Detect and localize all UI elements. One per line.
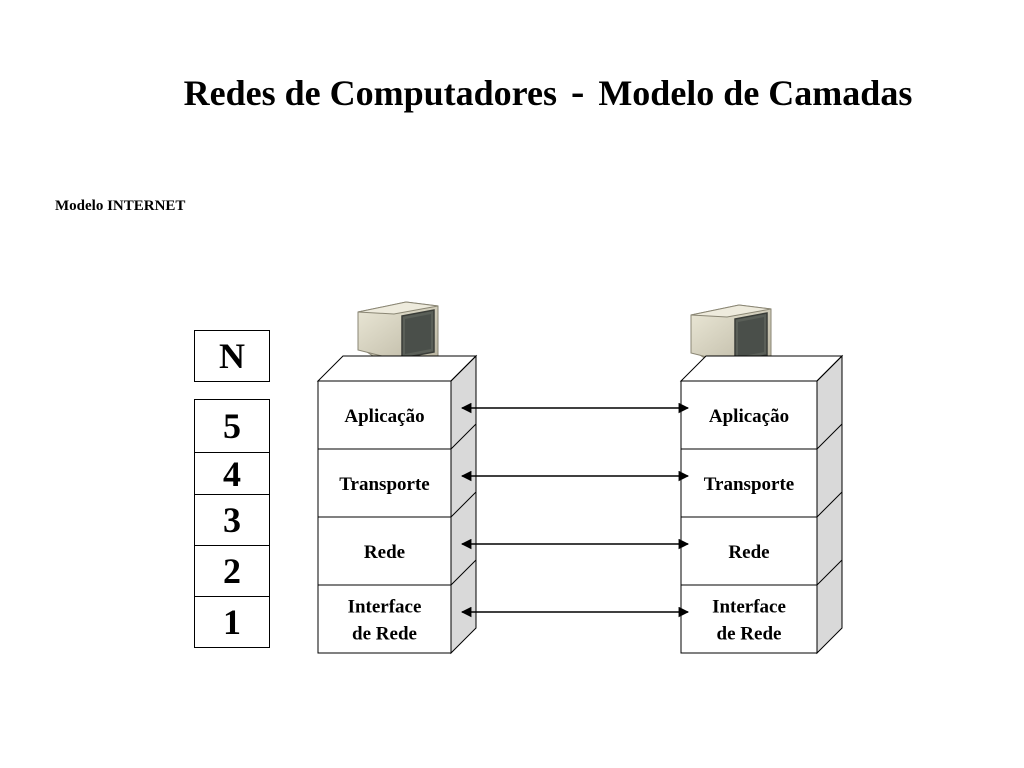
layer-aplicacao-box: Aplicação (317, 380, 452, 450)
layer-transporte-label: Transporte (339, 474, 429, 495)
page-title-part1: Redes de Computadores (183, 73, 557, 113)
layer-box (680, 380, 818, 450)
page-title-separator: - (571, 69, 585, 114)
layer-aplicacao-label: Aplicação (344, 406, 424, 427)
layer-box (317, 448, 452, 518)
layer-interface-de-rede-box: Interface de Rede (680, 584, 818, 654)
layer-number-header: N (194, 330, 270, 382)
peer-communication-arrows (460, 402, 690, 618)
stack-side-divider (816, 491, 843, 518)
stack-side-divider (450, 355, 477, 382)
layer-number-5: 5 (194, 399, 270, 453)
stack-side-divider (816, 423, 843, 450)
layer-box (317, 380, 452, 450)
layer-interface-de-rede-label: de Rede (717, 624, 782, 645)
layer-rede-box: Rede (317, 516, 452, 586)
layer-rede-label: Rede (728, 542, 769, 563)
layer-box (317, 516, 452, 586)
layer-number-3: 3 (194, 494, 270, 546)
layer-aplicacao-label: Aplicação (709, 406, 789, 427)
page-title: Redes de Computadores-Modelo de Camadas (0, 68, 1024, 115)
layer-rede-label: Rede (364, 542, 405, 563)
layer-box (680, 584, 818, 654)
layer-aplicacao-box: Aplicação (680, 380, 818, 450)
stack-side-divider (450, 423, 477, 450)
layer-interface-de-rede-label: Interface (712, 597, 786, 618)
stack-top-face (679, 355, 844, 382)
layer-rede-box: Rede (680, 516, 818, 586)
page-subtitle: Modelo INTERNET (55, 198, 186, 214)
layer-transporte-box: Transporte (680, 448, 818, 518)
layer-number-1: 1 (194, 596, 270, 648)
layer-number-4: 4 (194, 452, 270, 495)
stack-side-divider (816, 355, 843, 382)
stack-top-face (316, 355, 478, 382)
page-title-part2: Modelo de Camadas (598, 73, 913, 113)
layer-box (680, 448, 818, 518)
layer-transporte-label: Transporte (704, 474, 794, 495)
layer-interface-de-rede-label: Interface (348, 597, 422, 618)
layer-box (680, 516, 818, 586)
layer-number-2: 2 (194, 545, 270, 597)
layer-interface-de-rede-box: Interface de Rede (317, 584, 452, 654)
stack-side-divider (450, 559, 477, 586)
layer-box (317, 584, 452, 654)
layer-interface-de-rede-label: de Rede (352, 624, 417, 645)
stack-side-divider (816, 559, 843, 586)
layer-transporte-box: Transporte (317, 448, 452, 518)
stack-side-divider (450, 491, 477, 518)
